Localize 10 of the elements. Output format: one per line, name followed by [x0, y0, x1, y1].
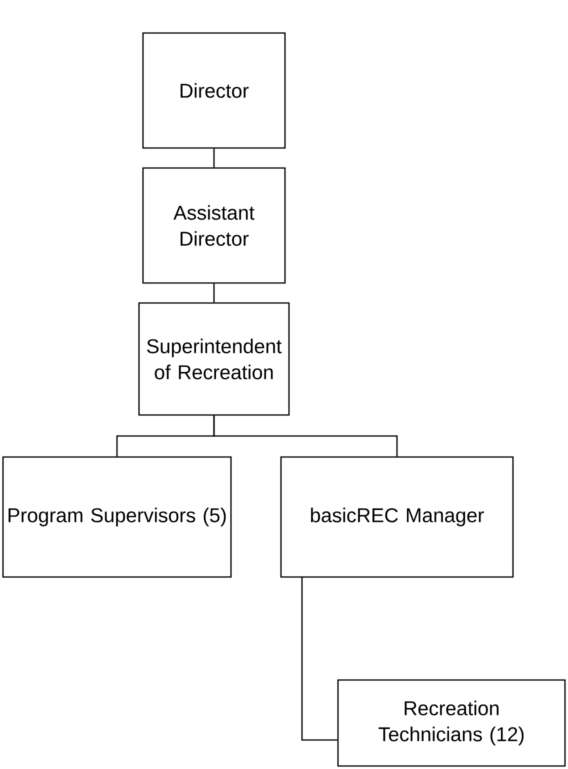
connector-line: [213, 416, 398, 456]
org-box: Assistant Director: [142, 167, 286, 284]
org-box: Program Supervisors (5): [2, 456, 232, 578]
org-box: Director: [142, 32, 286, 149]
connector-line: [213, 284, 215, 302]
org-box: basicREC Manager: [280, 456, 514, 578]
connector-line: [213, 148, 215, 168]
org-box: Recreation Technicians (12): [337, 679, 566, 767]
connector-line: [301, 577, 338, 741]
org-box: Superintendent of Recreation: [138, 302, 290, 416]
